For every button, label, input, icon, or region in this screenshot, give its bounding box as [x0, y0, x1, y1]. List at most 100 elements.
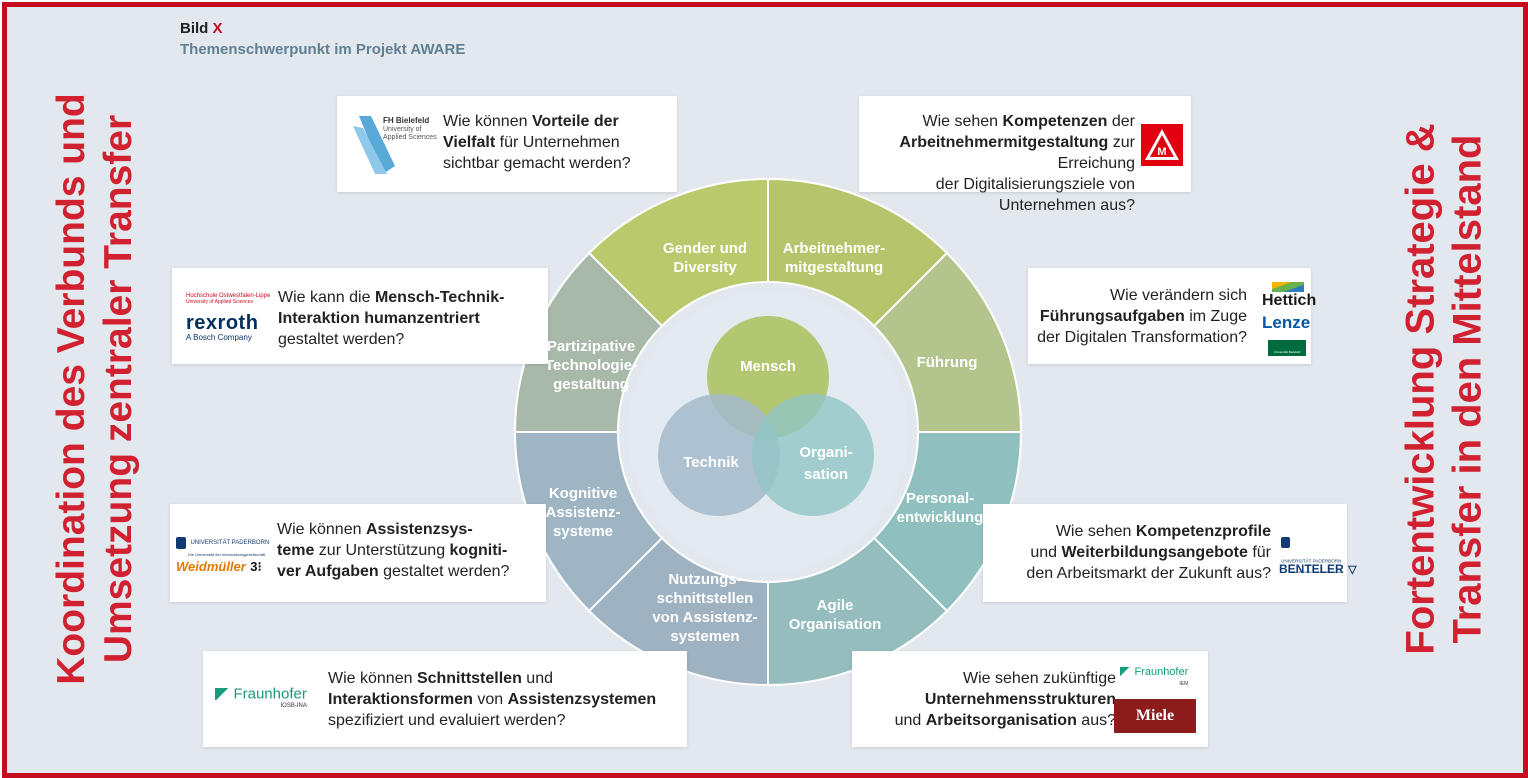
segment-label-gender: Gender und [663, 240, 747, 257]
hettich-stripes-icon [1272, 282, 1304, 292]
segment-label-kognitive: systeme [553, 523, 613, 540]
question-text-part: und [1030, 544, 1062, 561]
upb-right-sub: Die Universität der Informationsgesellsc… [1292, 570, 1343, 574]
uni-bielefeld-logo: Universität Bielefeld [1268, 340, 1306, 356]
upb-right-name: UNIVERSITÄT PADERBORN [1281, 558, 1342, 564]
question-text-part: aus? [1076, 712, 1116, 729]
card-vielfalt: FH Bielefeld University of Applied Scien… [337, 96, 677, 192]
question-text-part: Kompetenzprofile [1135, 523, 1271, 540]
weidmueller-mark: 3⁝ [250, 559, 262, 574]
question-text-part: Arbeitnehmermitgestaltung [899, 134, 1109, 151]
center-label-technik: Technik [683, 454, 739, 471]
question-text-part: Wie können [328, 670, 417, 687]
uni-bielefeld-name: Universität Bielefeld [1273, 350, 1301, 354]
question-text-part: Assistenzsys- [365, 521, 473, 538]
figure-number: X [212, 20, 223, 37]
question-text-part: von [472, 691, 508, 708]
segment-label-arbeitnehmer: Arbeitnehmer- [783, 240, 886, 257]
th-owl-logo: Hochschule Ostwestfalen-Lippe University… [186, 293, 270, 305]
weidmueller-name: Weidmüller [176, 559, 246, 574]
question-text-part: der Digitalen Transformation? [1037, 329, 1247, 346]
miele-name: Miele [1135, 707, 1175, 724]
segment-label-kognitive: Kognitive [549, 485, 617, 502]
segment-label-nutzung: systemen [670, 628, 739, 645]
segment-label-fuehrung: Führung [917, 354, 978, 371]
question-text-part: Unternehmensstrukturen [924, 691, 1116, 708]
upb-right-logo: UNIVERSITÄT PADERBORN Die Universität de… [1281, 534, 1343, 574]
question-kognitive: Wie können Assistenzsys-teme zur Unterst… [277, 519, 509, 582]
segment-label-nutzung: schnittstellen [657, 590, 754, 607]
center-label-organisation-2: sation [804, 466, 848, 483]
question-text-part: und [521, 670, 553, 687]
question-text-part: spezifiziert und evaluiert werden? [328, 712, 566, 729]
th-owl-name: Hochschule Ostwestfalen-Lippe [186, 293, 271, 299]
question-text-part: kogniti- [449, 542, 508, 559]
benteler-logo: BENTELER ▽ [1279, 560, 1357, 578]
question-text-part: Wie sehen [1055, 523, 1136, 540]
segment-label-personal: Personal- [906, 490, 974, 507]
benteler-name: BENTELER [1279, 562, 1344, 576]
segment-label-personal: entwicklung [897, 509, 984, 526]
question-text-part: zur Unterstützung [314, 542, 450, 559]
segment-label-kognitive: Assistenz- [545, 504, 620, 521]
question-text-part: gestaltet werden? [378, 563, 510, 580]
segment-label-partizipativ: Technologie- [545, 357, 637, 374]
upb-left-name: UNIVERSITÄT PADERBORN [190, 539, 270, 546]
question-text-part: Schnittstellen [416, 670, 522, 687]
fraunhofer-right-icon [1120, 667, 1130, 677]
figure-label: Bild [180, 20, 209, 37]
upb-left-logo: UNIVERSITÄT PADERBORN Die Universität de… [176, 534, 269, 557]
fh-bielefeld-logo: FH Bielefeld University of Applied Scien… [343, 112, 443, 182]
question-text-part: und [894, 712, 926, 729]
segment-label-agile: Agile [817, 597, 854, 614]
question-text-part: der Digitalisierungsziele von Unternehme… [935, 176, 1135, 214]
segment-label-nutzung: Nutzungs- [668, 571, 741, 588]
question-text-part: Kompetenzen [1002, 113, 1108, 130]
rexroth-logo: rexroth A Bosch Company [186, 312, 258, 342]
hettich-logo: Hettich [1262, 282, 1316, 310]
question-text-part: Wie sehen [922, 113, 1003, 130]
question-text-part: gestaltet werden? [278, 331, 405, 348]
benteler-mark: ▽ [1348, 564, 1357, 576]
question-text-part: Interaktion humanzentriert [278, 310, 480, 327]
card-schnittstellen: Fraunhofer IOSB-INA Wie können Schnittst… [203, 651, 687, 747]
figure-header: Bild X Themenschwerpunkt im Projekt AWAR… [180, 20, 465, 58]
fh-bielefeld-mark-icon [353, 116, 395, 174]
fh-bielefeld-sub2: Applied Sciences [383, 134, 437, 141]
card-kognitive: UNIVERSITÄT PADERBORN Die Universität de… [170, 504, 546, 602]
figure-subtitle: Themenschwerpunkt im Projekt AWARE [180, 41, 466, 58]
ig-metall-logo: M [1141, 124, 1183, 166]
question-text-part: den Arbeitsmarkt der Zukunft aus? [1026, 565, 1271, 582]
question-mensch-technik: Wie kann die Mensch-Technik-Interaktion … [278, 287, 504, 350]
fraunhofer-left-icon [215, 687, 229, 700]
svg-text:M: M [1157, 146, 1166, 158]
wheel-segment-partizipativ [513, 251, 664, 433]
question-text-part: Interaktionsformen [328, 691, 473, 708]
rexroth-name: rexroth [186, 312, 259, 334]
hettich-name: Hettich [1262, 292, 1317, 309]
question-text-part: Wie können [277, 521, 366, 538]
upb-left-sub: Die Universität der Informationsgesellsc… [188, 552, 266, 557]
fraunhofer-left-logo: Fraunhofer IOSB-INA [215, 685, 307, 709]
center-label-mensch: Mensch [740, 358, 796, 375]
question-text-part: für Unternehmen [495, 134, 620, 151]
fh-bielefeld-sub1: University of [383, 126, 422, 133]
segment-label-partizipativ: Partizipative [547, 338, 635, 355]
upb-left-icon [176, 536, 186, 549]
question-text-part: ver Aufgaben [277, 563, 379, 580]
question-text-part: Führungsaufgaben [1039, 308, 1185, 325]
question-text-part: für [1247, 544, 1271, 561]
question-text-part: Vorteile der [531, 113, 619, 130]
segment-label-gender: Diversity [673, 259, 737, 276]
question-text-part: der [1107, 113, 1135, 130]
question-text-part: Vielfalt [443, 134, 496, 151]
th-owl-sub: University of Applied Sciences [186, 299, 253, 305]
fraunhofer-right-sub: IEM [1179, 681, 1189, 687]
